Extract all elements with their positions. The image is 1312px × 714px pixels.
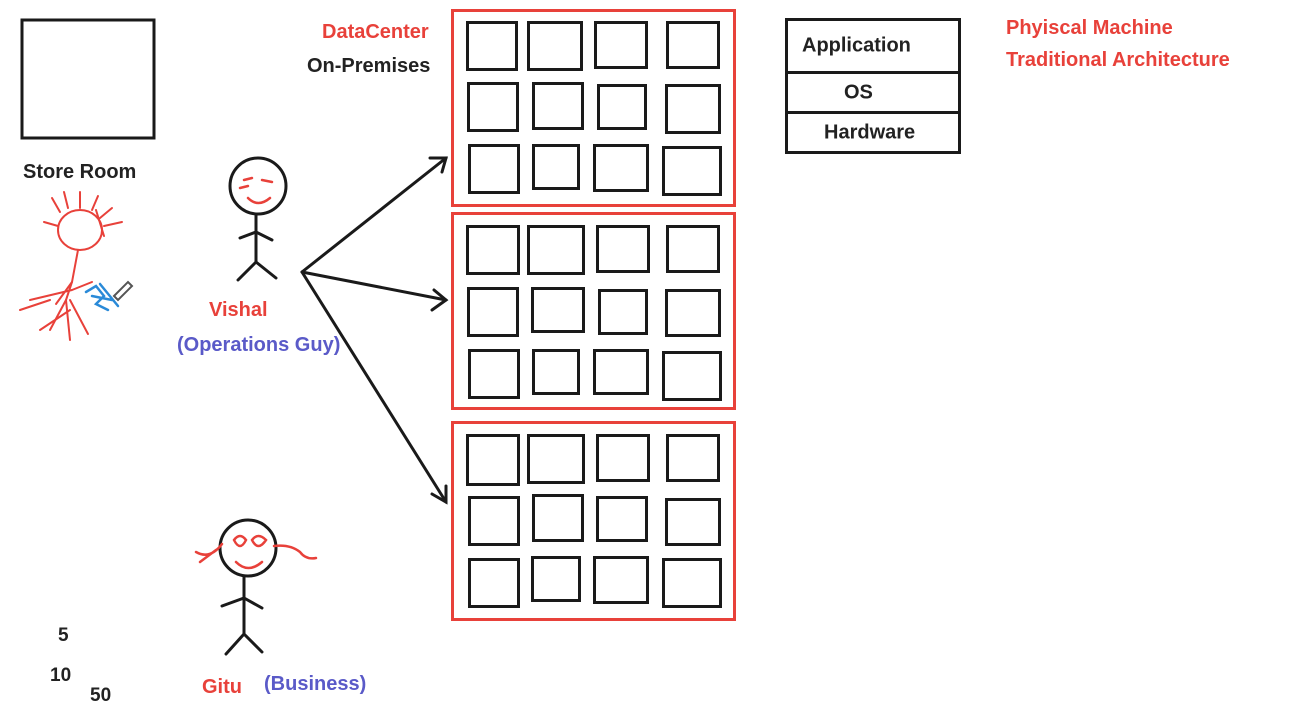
layer-label: Application	[802, 34, 911, 57]
server-unit	[532, 349, 580, 395]
server-unit	[594, 21, 648, 69]
server-unit	[666, 225, 720, 273]
server-unit	[527, 434, 585, 484]
server-unit	[467, 82, 519, 132]
arrow-head-rack-1	[428, 156, 448, 174]
server-unit	[666, 434, 720, 482]
connection-arrows	[300, 156, 449, 505]
layer-hardware: Hardware	[788, 111, 958, 151]
server-unit	[532, 82, 584, 130]
vishal-stick-figure	[228, 156, 288, 282]
server-unit	[598, 289, 648, 335]
layer-label: OS	[844, 81, 873, 103]
architecture-title-line1: Phyiscal Machine	[1006, 17, 1173, 39]
number-annotation: 5	[58, 625, 69, 646]
server-unit	[593, 556, 649, 604]
layer-label: Hardware	[824, 121, 916, 143]
server-unit	[527, 225, 585, 275]
arrow-head-rack-3	[430, 484, 448, 505]
server-rack	[451, 421, 736, 621]
layer-os: OS	[788, 71, 958, 111]
server-unit	[468, 496, 520, 546]
server-unit	[596, 225, 650, 273]
operations-person-name: Vishal	[209, 299, 268, 321]
server-unit	[468, 144, 520, 194]
pen-scribble-icon	[84, 280, 134, 312]
server-rack	[451, 9, 736, 207]
server-unit	[596, 496, 648, 542]
datacenter-title: DataCenter	[322, 21, 429, 43]
server-unit	[593, 144, 649, 192]
server-unit	[532, 494, 584, 542]
arrow-to-rack-3	[300, 270, 448, 504]
server-unit	[467, 287, 519, 337]
server-unit	[596, 434, 650, 482]
arrow-head-rack-2	[430, 288, 449, 312]
server-unit	[468, 558, 520, 608]
server-unit	[597, 84, 647, 130]
number-annotation: 50	[90, 685, 112, 706]
arrow-to-rack-2	[300, 270, 448, 302]
server-unit	[662, 146, 722, 196]
server-unit	[593, 349, 649, 395]
server-unit	[662, 351, 722, 401]
server-unit	[531, 287, 585, 333]
server-unit	[665, 84, 721, 134]
business-person-role: (Business)	[264, 673, 367, 695]
server-unit	[666, 21, 720, 69]
gitu-stick-figure	[194, 518, 318, 656]
server-unit	[665, 289, 721, 337]
operations-person-role: (Operations Guy)	[177, 334, 341, 356]
server-unit	[466, 225, 520, 275]
server-unit	[527, 21, 583, 71]
server-unit	[468, 349, 520, 399]
layer-application: Application	[788, 21, 958, 71]
server-unit	[665, 498, 721, 546]
arrow-to-rack-1	[300, 156, 448, 274]
store-room-label: Store Room	[23, 161, 137, 183]
architecture-title-line2: Traditional Architecture	[1006, 49, 1230, 71]
server-unit	[662, 558, 722, 608]
server-unit	[466, 434, 520, 486]
server-rack	[451, 212, 736, 410]
server-unit	[466, 21, 518, 71]
architecture-stack: Application OS Hardware	[785, 18, 961, 154]
scribbled-person-figure	[19, 191, 123, 341]
store-room-box	[20, 18, 156, 140]
server-unit	[532, 144, 580, 190]
server-unit	[531, 556, 581, 602]
number-annotation: 10	[50, 665, 72, 686]
datacenter-subtitle: On-Premises	[307, 55, 431, 77]
business-person-name: Gitu	[202, 676, 242, 698]
